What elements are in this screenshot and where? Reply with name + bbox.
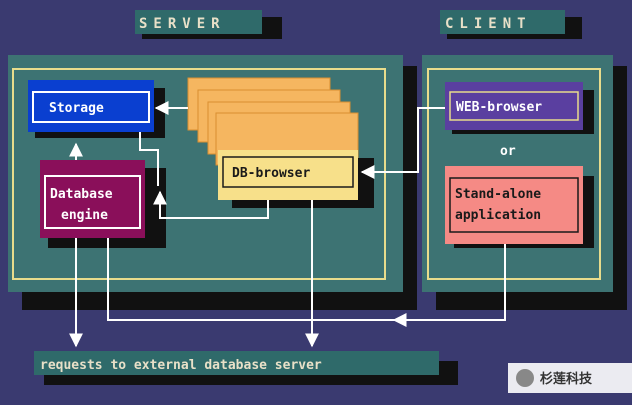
web-browser-label: WEB-browser bbox=[456, 100, 542, 115]
storage-label: Storage bbox=[49, 101, 104, 116]
footer-label: requests to external database server bbox=[40, 358, 322, 373]
database-engine-label-1: Database bbox=[50, 187, 113, 202]
wire-dbbrowser-to-engine bbox=[153, 190, 269, 219]
database-engine-box bbox=[40, 160, 145, 238]
db-browser-label: DB-browser bbox=[232, 166, 310, 181]
standalone-app-label-1: Stand-alone bbox=[455, 187, 541, 202]
wire-standalone-to-bus bbox=[392, 244, 506, 327]
or-label: or bbox=[500, 144, 516, 159]
wire-web-to-dbbrowser bbox=[360, 107, 445, 179]
wire-storage-side bbox=[139, 132, 159, 186]
web-browser-box bbox=[445, 82, 583, 130]
client-title: CLIENT bbox=[445, 16, 532, 32]
wechat-icon bbox=[516, 369, 534, 387]
standalone-app-label-2: application bbox=[455, 208, 541, 223]
database-engine-label-2: engine bbox=[61, 208, 108, 223]
db-browser-box bbox=[218, 150, 358, 200]
server-title: SERVER bbox=[139, 16, 226, 32]
wire-bus bbox=[107, 238, 394, 321]
watermark-text: 杉莲科技 bbox=[540, 371, 593, 386]
footer-box bbox=[34, 351, 439, 375]
standalone-app-box bbox=[445, 166, 583, 244]
storage-box bbox=[28, 80, 154, 132]
